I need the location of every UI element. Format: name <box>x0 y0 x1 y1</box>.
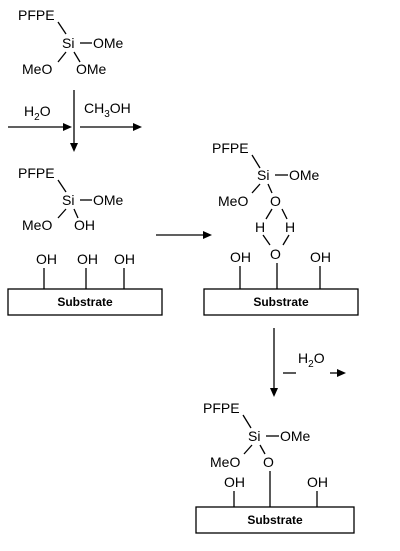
silanol-oh-label: OH <box>74 217 95 233</box>
condensation-arrow-head <box>270 388 278 397</box>
si-o-bond <box>267 183 273 194</box>
si-meo-bond <box>57 51 67 63</box>
substrate-box <box>195 506 355 534</box>
o-h-hbond <box>281 208 288 220</box>
pfpe-si-bond <box>57 21 67 35</box>
ome2-label: OMe <box>76 61 107 77</box>
surface-oh-label: OH <box>307 474 328 490</box>
hydroxylated-substrate-right: OH OH Substrate <box>203 249 359 316</box>
byproduct-arrow-head <box>133 123 142 131</box>
meo-label: MeO <box>22 61 52 77</box>
meo-label: MeO <box>22 217 52 233</box>
pfpe-si-bond <box>57 179 67 193</box>
si-meo-bond <box>251 183 261 194</box>
o-h-bond <box>265 208 273 220</box>
adsorption-arrow-head <box>203 231 212 239</box>
surface-oh-label: OH <box>230 249 251 265</box>
methanol-product: CH3OH <box>84 100 131 120</box>
h-o-bond <box>282 234 290 246</box>
pfpe-si-bond <box>242 414 252 429</box>
ome-label: OMe <box>280 428 311 444</box>
surface-oh-label: OH <box>114 251 135 267</box>
substrate-box <box>7 288 163 316</box>
surface-o-label: O <box>270 246 281 262</box>
grafted-product: PFPE Si OMe MeO O <box>203 400 311 470</box>
hydrogen-label: H <box>255 219 265 235</box>
surface-oh-label: OH <box>77 251 98 267</box>
si-label: Si <box>62 192 74 208</box>
meo-label: MeO <box>218 193 248 209</box>
hydrogen-label: H <box>285 219 295 235</box>
ome-label: OMe <box>93 35 124 51</box>
pfpe-label: PFPE <box>203 400 240 416</box>
ome-label: OMe <box>289 167 320 183</box>
si-oh-bond <box>73 208 79 219</box>
vertical-arrow-head <box>70 143 78 152</box>
pfpe-si-bond <box>251 154 261 169</box>
surface-oh-label: OH <box>310 249 331 265</box>
hydrolysis-step: H2O CH3OH <box>8 90 142 152</box>
substrate-label: Substrate <box>57 295 113 309</box>
substrate-label: Substrate <box>247 513 303 527</box>
h-o-hbond <box>262 234 271 246</box>
si-label: Si <box>257 167 269 183</box>
silanol-o-label: O <box>270 193 281 209</box>
si-label: Si <box>62 35 74 51</box>
adsorption-step <box>156 231 212 239</box>
grafted-substrate: OH OH Substrate <box>195 471 355 534</box>
water-byproduct: H2O <box>298 350 325 370</box>
horizontal-arrow-head <box>63 123 72 131</box>
substrate-label: Substrate <box>253 295 309 309</box>
water-reagent: H2O <box>24 103 51 123</box>
surface-oh-label: OH <box>224 474 245 490</box>
hydroxylated-substrate-left: OH OH OH Substrate <box>7 251 163 316</box>
meo-label: MeO <box>210 454 240 470</box>
pfpe-label: PFPE <box>18 7 55 23</box>
surface-oh-label: OH <box>36 251 57 267</box>
condensation-step: H2O <box>270 328 346 397</box>
water-release-arrow-head <box>337 369 346 377</box>
bridging-o-label: O <box>263 454 274 470</box>
ome-label: OMe <box>93 192 124 208</box>
si-meo-bond <box>57 208 67 219</box>
hydrogen-bonded-intermediate: PFPE Si OMe MeO O H H O <box>212 140 320 262</box>
silanol-intermediate: PFPE Si OMe MeO OH <box>18 165 124 233</box>
starting-silane: PFPE Si OMe MeO OMe <box>18 7 124 77</box>
pfpe-label: PFPE <box>212 140 249 156</box>
substrate-box <box>203 288 359 316</box>
si-ome2-bond <box>73 51 81 63</box>
pfpe-label: PFPE <box>18 165 55 181</box>
si-o-bond <box>259 444 266 455</box>
si-meo-bond <box>243 444 253 455</box>
si-label: Si <box>248 428 260 444</box>
